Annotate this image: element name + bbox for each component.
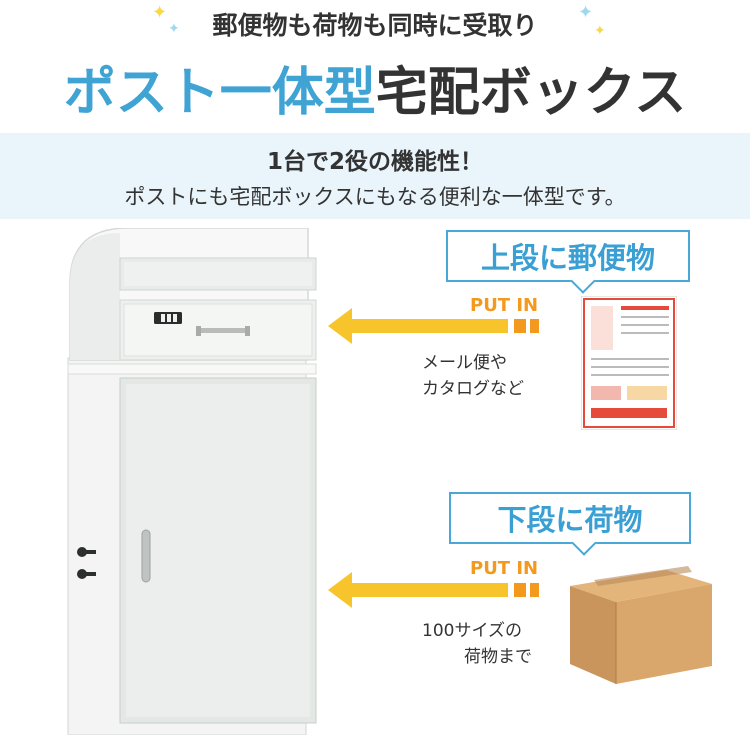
arrow-left-icon [328,572,539,608]
upper-label: 上段に郵便物 [446,230,690,282]
lower-put-in: PUT IN [470,558,539,579]
upper-note-line-2: カタログなど [422,379,524,399]
lower-note: 100サイズの 荷物まで [422,618,532,670]
page-title: ポスト一体型宅配ボックス [0,50,750,125]
feature-band [0,133,750,219]
arrow-left-icon [328,308,539,344]
band-description: ポストにも宅配ボックスにもなる便利な一体型です。 [124,185,626,209]
sparkle-icon: ✦ [168,21,180,37]
upper-put-in: PUT IN [470,295,539,316]
upper-note: メール便や カタログなど [422,350,524,402]
envelope-icon [581,296,677,430]
lower-note-line-1: 100サイズの [422,621,522,641]
tagline: 郵便物も荷物も同時に受取り [212,11,538,40]
lock-icon [154,312,182,324]
upper-note-line-1: メール便や [422,353,507,373]
title-part-2: 宅配ボックス [375,63,687,123]
lower-note-line-2: 荷物まで [464,647,532,667]
sparkle-icon: ✦ [578,2,594,23]
title-part-1: ポスト一体型 [63,63,376,123]
lower-label: 下段に荷物 [449,492,691,544]
cardboard-box-icon [570,566,712,684]
band-headline: 1台で2役の機能性！ [266,149,483,175]
sparkle-icon: ✦ [594,23,606,39]
sparkle-icon: ✦ [152,2,168,23]
mailbox-illustration [67,228,317,735]
